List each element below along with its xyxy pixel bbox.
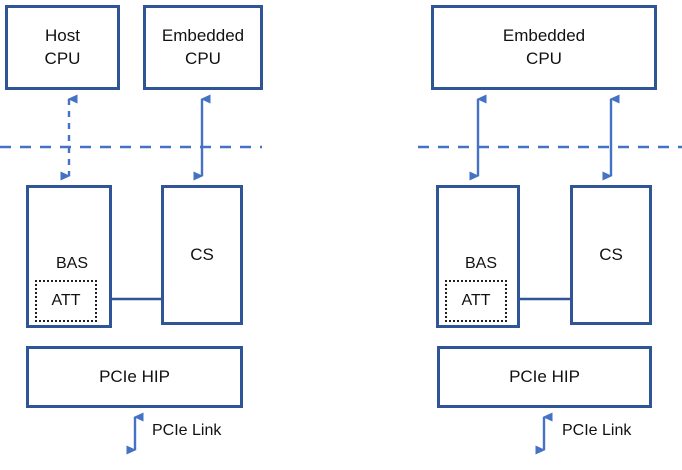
box-cs-right[interactable]: CS [570,185,652,325]
sub-box-att-right-label: ATT [461,292,491,309]
label-pcie-link-right: PCIe Link [562,422,632,439]
box-embedded-cpu-left-label-line1: Embedded [161,26,245,46]
box-cs-left[interactable]: CS [161,185,243,325]
box-host-cpu-label-line1: Host [45,26,80,46]
box-bas-right-label: BAS [464,255,497,272]
box-cs-right-label: CS [599,244,623,264]
box-embedded-cpu-right-label-line2: CPU [526,48,562,68]
box-cs-left-label: CS [190,244,214,264]
box-host-cpu-label-line2: CPU [44,48,81,68]
sub-box-att-right[interactable]: ATT [445,280,507,322]
box-pcie-hip-right[interactable]: PCIe HIP [437,346,652,408]
box-embedded-cpu-left-label-line2: CPU [185,48,221,68]
box-pcie-hip-right-label: PCIe HIP [509,366,580,386]
label-pcie-link-left: PCIe Link [152,422,222,439]
box-embedded-cpu-right[interactable]: Embedded CPU [431,5,657,90]
box-bas-left-label: BAS [55,255,88,272]
box-embedded-cpu-right-label-line1: Embedded [502,26,586,46]
box-embedded-cpu-left[interactable]: Embedded CPU [143,5,263,90]
box-bas-left[interactable]: BAS [26,185,112,328]
box-pcie-hip-left-label: PCIe HIP [99,366,170,386]
sub-box-att-left-label: ATT [51,292,81,309]
box-pcie-hip-left[interactable]: PCIe HIP [26,346,243,408]
sub-box-att-left[interactable]: ATT [35,280,97,322]
box-host-cpu[interactable]: Host CPU [5,5,120,90]
